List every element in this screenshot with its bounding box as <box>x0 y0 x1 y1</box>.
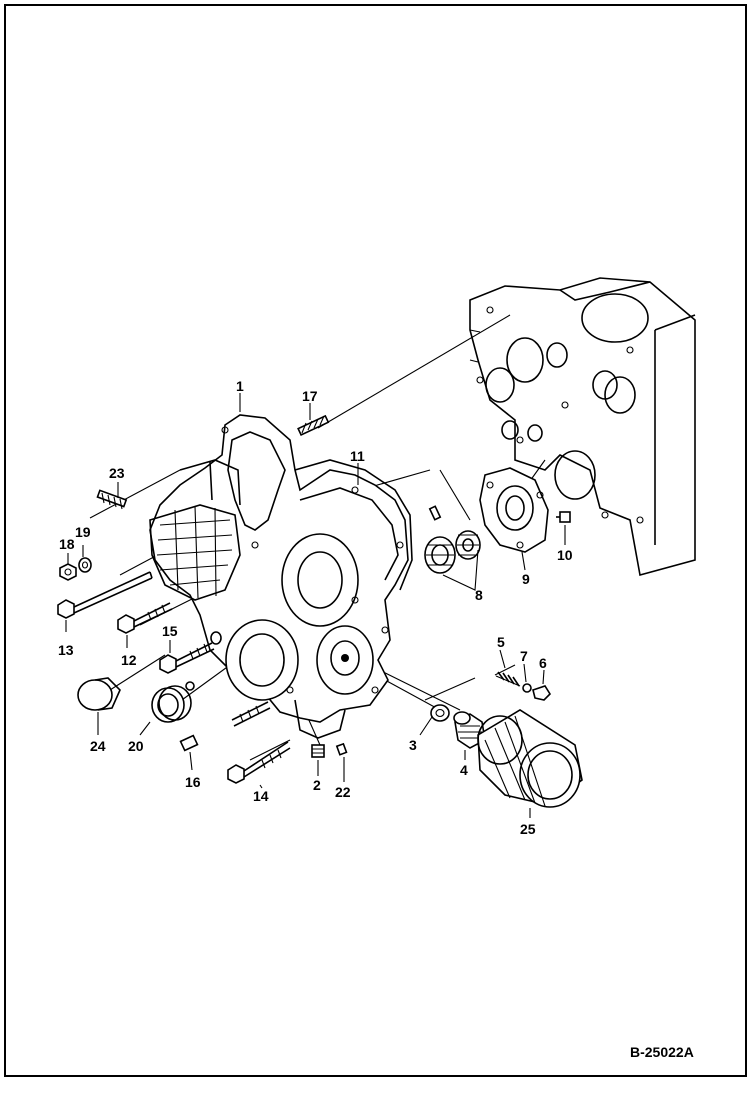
stud-17 <box>297 414 330 437</box>
callout-10: 10 <box>557 547 573 563</box>
gear-case <box>149 414 409 739</box>
plug-24 <box>77 677 121 711</box>
gasket <box>294 459 413 591</box>
callout-labels: 1 2 3 4 5 6 7 8 9 10 11 12 13 14 15 16 1… <box>58 378 573 837</box>
callout-14: 14 <box>253 788 269 804</box>
washer-3 <box>430 704 450 722</box>
callout-15: 15 <box>162 623 178 639</box>
spring-5 <box>495 671 521 687</box>
callout-13: 13 <box>58 642 74 658</box>
callout-16: 16 <box>185 774 201 790</box>
plug-2 <box>311 744 325 758</box>
figure-reference: B-25022A <box>630 1044 694 1060</box>
callout-3: 3 <box>409 737 417 753</box>
callout-9: 9 <box>522 571 530 587</box>
callout-19: 19 <box>75 524 91 540</box>
callout-6: 6 <box>539 655 547 671</box>
callout-8: 8 <box>475 587 483 603</box>
callout-20: 20 <box>128 738 144 754</box>
callout-1: 1 <box>236 378 244 394</box>
engine-block <box>469 277 696 577</box>
callout-5: 5 <box>497 634 505 650</box>
plug-6 <box>532 685 552 701</box>
bolt-14 <box>227 741 291 784</box>
oil-pump-rotor <box>424 505 481 574</box>
stud-lower <box>231 701 271 727</box>
pin-16 <box>179 734 199 752</box>
callout-22: 22 <box>335 784 351 800</box>
callout-11: 11 <box>350 448 365 464</box>
callout-7: 7 <box>520 648 528 664</box>
ball-7 <box>522 683 532 693</box>
callout-12: 12 <box>121 652 137 668</box>
callout-4: 4 <box>460 762 468 778</box>
callout-24: 24 <box>90 738 106 754</box>
screw-22 <box>335 742 348 756</box>
callout-25: 25 <box>520 821 536 837</box>
bolt-13 <box>57 571 153 619</box>
pump-cover <box>479 467 549 553</box>
bolt-15 <box>159 631 222 674</box>
seal-20 <box>151 681 195 723</box>
leader-lines <box>65 393 566 818</box>
callout-2: 2 <box>313 777 321 793</box>
callout-17: 17 <box>302 388 318 404</box>
stud-23 <box>96 489 128 510</box>
screw-10 <box>556 511 571 523</box>
callout-23: 23 <box>109 465 125 481</box>
bolt-12 <box>117 602 173 634</box>
callout-18: 18 <box>59 536 75 552</box>
drawing-frame <box>4 4 747 1077</box>
oil-filter-25 <box>477 709 583 808</box>
nut-washer <box>59 557 92 581</box>
